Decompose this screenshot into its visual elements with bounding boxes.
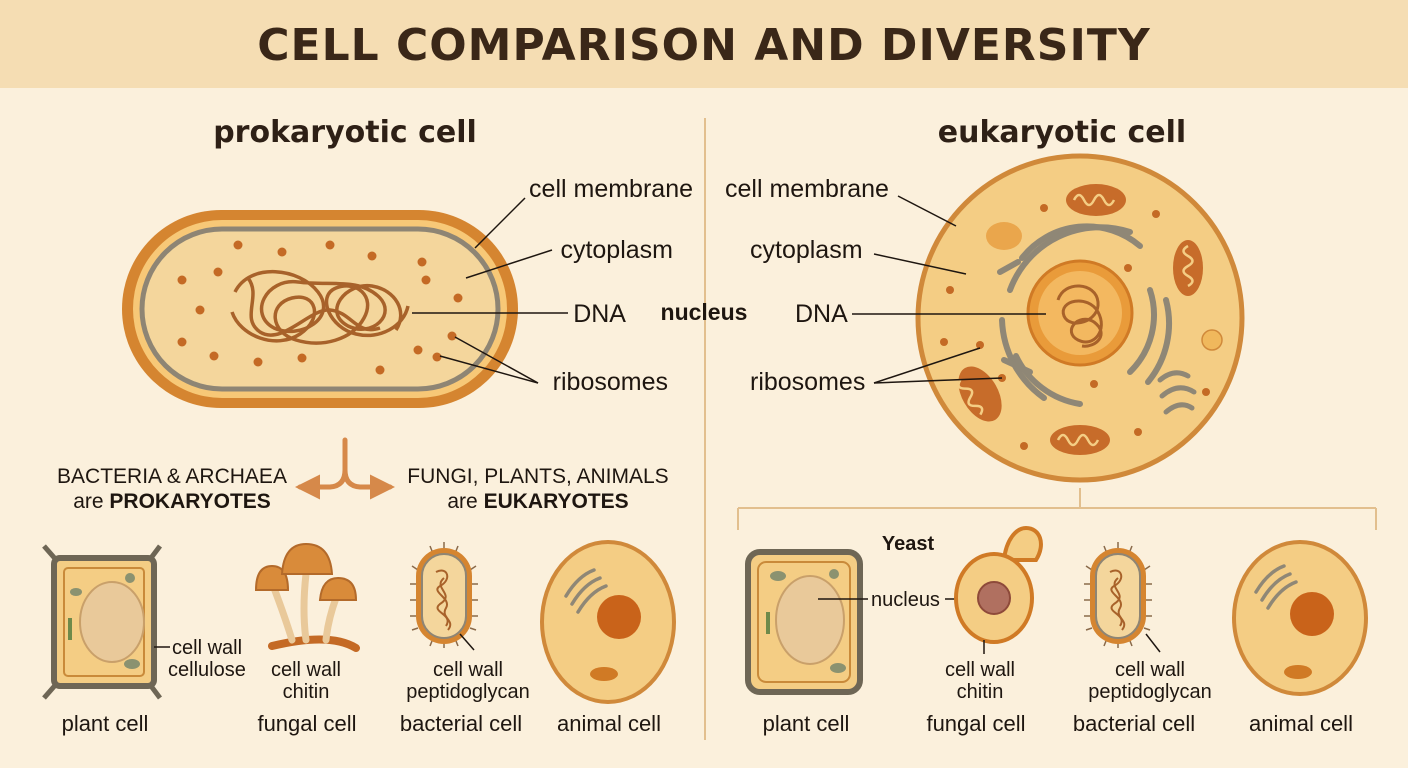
left-bacterial-wall-line1: cell wall (433, 659, 503, 681)
right-examples-bracket (737, 488, 1377, 530)
vesicle (1201, 329, 1223, 351)
prokaryotic-cell-illustration (122, 210, 518, 408)
left-fungal-wall-line1: cell wall (271, 659, 341, 681)
left-bacterial-wall-line2: peptidoglycan (406, 681, 529, 703)
right-bacterial-caption: bacterial cell (1073, 711, 1195, 736)
left-plant-cell (42, 544, 162, 700)
left-bacterial-cell (410, 542, 478, 648)
prokaryote-leader-lines (412, 197, 568, 384)
center-nucleus-label: nucleus (661, 299, 748, 325)
right-nucleus-label: nucleus (871, 589, 940, 611)
yeast-label: Yeast (882, 533, 935, 555)
endoplasmic-reticulum (997, 223, 1173, 407)
left-plant-caption: plant cell (62, 711, 149, 736)
left-fungal-cell (254, 542, 360, 652)
classification-right-line1: FUNGI, PLANTS, ANIMALS (407, 465, 668, 488)
right-plant-caption: plant cell (763, 711, 850, 736)
eukaryote-cell-membrane-label: cell membrane (725, 175, 889, 203)
prokaryote-ribosomes (177, 240, 463, 375)
right-bacterial-leader (1145, 633, 1161, 653)
eukaryote-cytoplasm-label: cytoplasm (750, 236, 863, 264)
classification-arrows (295, 437, 395, 500)
right-animal-caption: animal cell (1249, 711, 1353, 736)
right-bacterial-wall-line2: peptidoglycan (1088, 681, 1211, 703)
classification-left-line2: are PROKARYOTES (73, 490, 271, 513)
right-animal-cell (1232, 540, 1368, 696)
left-plant-wall-line2: cellulose (168, 659, 246, 681)
right-fungal-wall-line2: chitin (957, 681, 1004, 703)
prokaryote-ribosomes-label: ribosomes (553, 368, 668, 396)
eukaryote-dna (1056, 284, 1103, 348)
prokaryote-heading: prokaryotic cell (213, 115, 477, 150)
mitochondria (957, 184, 1203, 455)
left-bacterial-caption: bacterial cell (400, 711, 522, 736)
eukaryote-ribosomes-label: ribosomes (750, 368, 865, 396)
left-animal-cell (540, 540, 676, 704)
right-fungal-caption: fungal cell (926, 711, 1025, 736)
right-bacterial-wall-line1: cell wall (1115, 659, 1185, 681)
header-bar (0, 0, 1408, 88)
eukaryote-heading: eukaryotic cell (938, 115, 1186, 150)
prokaryote-cytoplasm-label: cytoplasm (560, 236, 673, 264)
vacuole (986, 222, 1022, 250)
right-bacterial-cell (1084, 542, 1152, 648)
prokaryote-dna (230, 269, 410, 345)
prokaryote-cell-membrane-label: cell membrane (529, 175, 693, 203)
eukaryote-ribosomes (940, 204, 1210, 450)
golgi-apparatus (1157, 370, 1197, 415)
classification-right-line2: are EUKARYOTES (447, 490, 628, 513)
page-title: CELL COMPARISON AND DIVERSITY (257, 20, 1151, 71)
right-yeast-cell (954, 525, 1043, 644)
right-fungal-wall-line1: cell wall (945, 659, 1015, 681)
eukaryotic-cell-illustration (915, 153, 1245, 483)
right-plant-cell (745, 549, 863, 695)
classification-left-line1: BACTERIA & ARCHAEA (57, 465, 287, 488)
eukaryote-dna-label: DNA (795, 300, 848, 328)
left-animal-caption: animal cell (557, 711, 661, 736)
eukaryote-leader-lines (852, 195, 1046, 384)
left-bacterial-leader (459, 633, 475, 651)
left-fungal-caption: fungal cell (257, 711, 356, 736)
left-fungal-wall-line2: chitin (283, 681, 330, 703)
left-plant-wall-line1: cell wall (172, 637, 242, 659)
prokaryote-dna-label: DNA (573, 300, 626, 328)
